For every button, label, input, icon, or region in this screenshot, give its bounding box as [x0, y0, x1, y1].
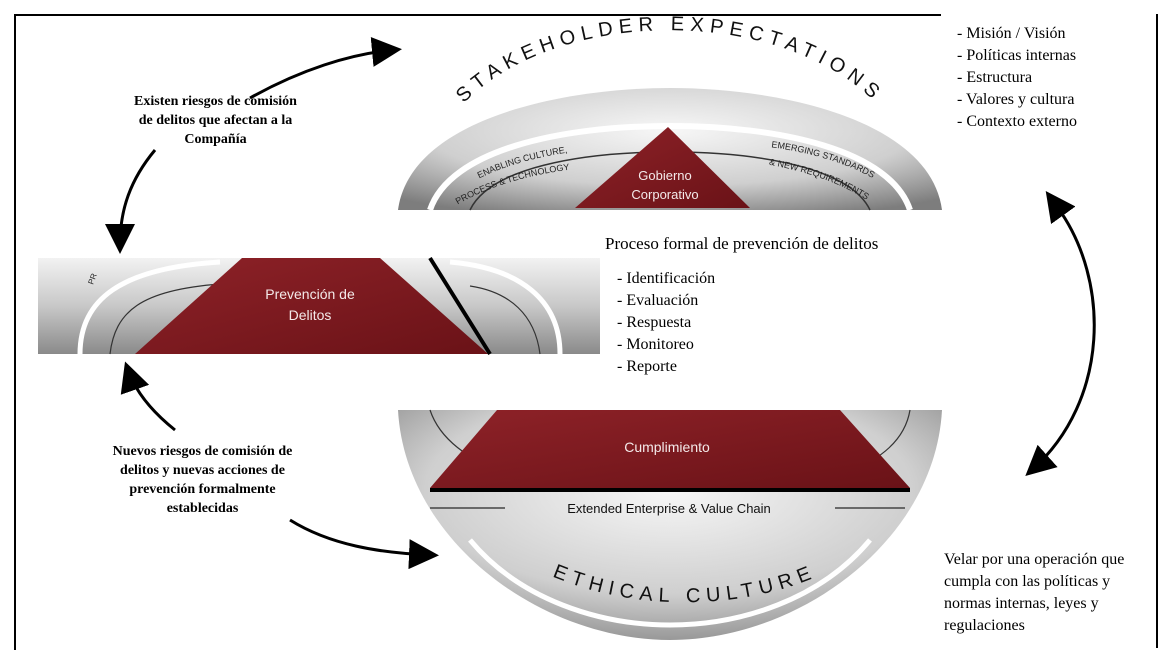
prevencion-label: Prevención de	[265, 286, 355, 302]
right-list-item: - Políticas internas	[957, 47, 1077, 64]
process-step: - Evaluación	[617, 292, 699, 309]
arrow-to-ethical-culture	[289, 518, 439, 570]
double-arrow-right	[1025, 190, 1096, 477]
right-list-item: - Estructura	[957, 69, 1033, 86]
top-left-note-line: Existen riesgos de comisión	[134, 94, 297, 109]
extended-enterprise-label: Extended Enterprise & Value Chain	[567, 501, 771, 516]
bottom-disc: Cumplimiento Extended Enterprise & Value…	[398, 409, 942, 640]
bottom-right-note: Velar por una operación que cumpla con l…	[944, 549, 1164, 637]
top-left-note-line: Compañía	[184, 132, 247, 147]
process-step: - Respuesta	[617, 314, 692, 331]
process-step: - Reporte	[617, 358, 677, 375]
right-list-item: - Misión / Visión	[957, 25, 1066, 42]
cumplimiento-triangle	[430, 410, 910, 488]
bottom-left-note-line: Nuevos riesgos de comisión de	[112, 444, 293, 459]
figure-frame-right-edge	[1156, 14, 1158, 648]
top-left-note-line: de delitos que afectan a la	[138, 113, 293, 128]
process-title: Proceso formal de prevención de delitos	[605, 234, 879, 253]
band-left-fragment: PR	[86, 272, 98, 286]
process-steps: - Identificación - Evaluación - Respuest…	[617, 268, 715, 378]
figure-frame	[14, 14, 941, 650]
bottom-left-note-line: establecidas	[166, 501, 239, 516]
bottom-left-note: Nuevos riesgos de comisión de delitos y …	[80, 442, 325, 518]
bottom-left-note-line: delitos y nuevas acciones de	[120, 463, 285, 478]
process-step: - Monitoreo	[617, 336, 694, 353]
right-list: - Misión / Visión - Políticas internas -…	[957, 23, 1077, 133]
bottom-right-note-line: Velar por una operación que	[944, 551, 1125, 568]
delitos-label: Delitos	[289, 307, 332, 323]
arrow-to-prevencion	[105, 149, 157, 254]
bottom-left-note-line: prevención formalmente	[129, 482, 276, 497]
arrow-to-stakeholder	[249, 37, 402, 100]
process-step: - Identificación	[617, 270, 716, 287]
arrow-up-to-prevencion	[120, 361, 176, 432]
bottom-right-note-line: normas internas, leyes y	[944, 595, 1099, 612]
cumplimiento-label: Cumplimiento	[624, 439, 710, 455]
top-left-note: Existen riesgos de comisión de delitos q…	[108, 92, 323, 149]
gobierno-label: Gobierno	[638, 168, 691, 183]
corporativo-label: Corporativo	[631, 187, 698, 202]
prevencion-triangle	[135, 258, 488, 354]
gobierno-triangle	[575, 127, 750, 208]
right-list-item: - Contexto externo	[957, 113, 1077, 130]
bottom-right-note-line: regulaciones	[944, 617, 1025, 634]
top-disc: STAKEHOLDER EXPECTATIONS ENABLING CULTUR…	[398, 13, 942, 212]
middle-band: PR Prevención de Delitos	[38, 256, 600, 356]
bottom-right-note-line: cumpla con las políticas y	[944, 573, 1111, 590]
right-list-item: - Valores y cultura	[957, 91, 1075, 108]
